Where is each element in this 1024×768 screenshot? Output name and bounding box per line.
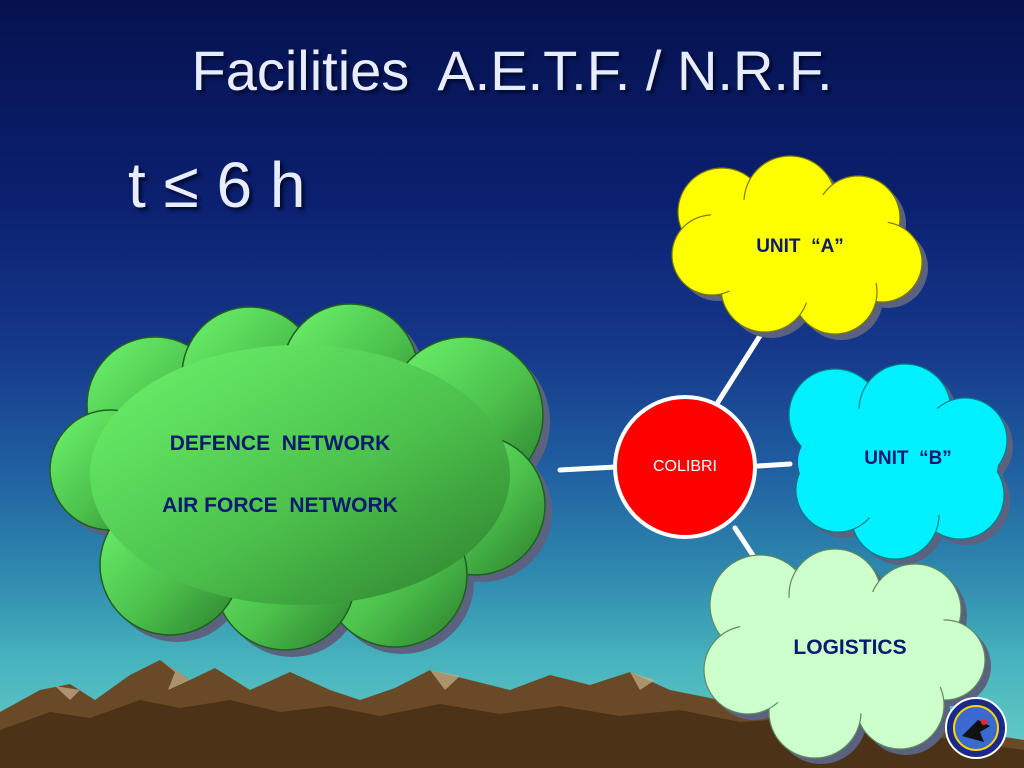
connector-defence-hub xyxy=(557,464,619,473)
unit-a-cloud[interactable] xyxy=(671,155,928,340)
colibri-hub[interactable] xyxy=(613,395,757,539)
colibri-label: COLIBRI xyxy=(652,458,717,475)
logistics-cloud[interactable] xyxy=(703,548,991,764)
slide-title: Facilities A.E.T.F. / N.R.F. xyxy=(191,39,833,102)
unit-emblem-icon xyxy=(945,697,1007,759)
unit-b-cloud[interactable] xyxy=(788,363,1013,565)
defence-network-label: DEFENCE NETWORK xyxy=(169,432,391,455)
air-force-network-label: AIR FORCE NETWORK xyxy=(162,494,398,517)
logistics-label: LOGISTICS xyxy=(793,636,907,659)
slide-subtitle: t ≤ 6 h xyxy=(128,149,306,221)
mountain-range xyxy=(0,660,1024,768)
connector-hub-unit-b xyxy=(755,461,793,469)
unit-b-label: UNIT “B” xyxy=(864,448,952,469)
unit-a-label: UNIT “A” xyxy=(756,236,844,257)
connector-hub-logistics xyxy=(732,525,759,563)
defence-network-cloud[interactable] xyxy=(49,303,552,657)
